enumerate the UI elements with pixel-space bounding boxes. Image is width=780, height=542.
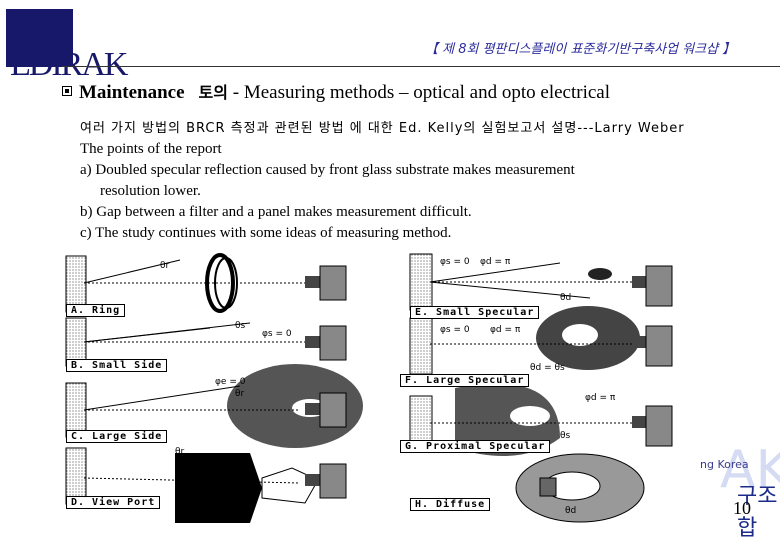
- panel-c: [65, 364, 363, 448]
- workshop-title: 【 제 8회 평판디스플레이 표준화기반구축사업 워크샵 】: [425, 42, 736, 57]
- panel-f: [409, 306, 673, 375]
- symbol-theta-d-e: θd: [560, 293, 571, 303]
- caption-e: E. Small Specular: [410, 306, 540, 319]
- watermark-text: ng Korea: [700, 458, 749, 471]
- watermark-logo: AK: [720, 440, 780, 500]
- heading-korean: 토의: [198, 83, 228, 102]
- logo-text: EDIRAK: [10, 46, 128, 83]
- body-line-1: 여러 가지 방법의 BRCR 측정과 관련된 방법 에 대한 Ed. Kelly…: [80, 121, 685, 136]
- symbol-theta-s-g: θs: [560, 431, 571, 441]
- panel-d: [65, 447, 347, 523]
- caption-b: B. Small Side: [66, 359, 168, 372]
- panel-h: [515, 453, 645, 523]
- symbol-phi-e0-c: φe = 0: [215, 377, 246, 387]
- caption-h: H. Diffuse: [410, 498, 491, 511]
- page-number: 10: [733, 498, 751, 518]
- caption-d: D. View Port: [66, 496, 161, 509]
- symbol-phi-s0-e: φs = 0: [440, 257, 470, 267]
- caption-f: F. Large Specular: [400, 374, 530, 387]
- symbol-phi-d-pi-e: φd = π: [480, 257, 511, 267]
- symbol-phi-s0-f: φs = 0: [440, 325, 470, 335]
- measurement-diagram: θr θs φs = 0 φe = 0 θr θr φs = 0 φd = π …: [65, 253, 673, 523]
- symbol-theta-s-b: θs: [235, 321, 246, 331]
- body-line-5: b) Gap between a filter and a panel make…: [80, 204, 472, 220]
- bullet-icon: [62, 86, 72, 96]
- symbol-phi-d-pi-g: φd = π: [585, 393, 616, 403]
- panel-a: [65, 253, 347, 313]
- header-divider: [62, 66, 780, 67]
- caption-g: G. Proximal Specular: [400, 440, 551, 453]
- symbol-theta-d-eq-f: θd = θs: [530, 363, 565, 373]
- logo-block: [6, 9, 73, 67]
- symbol-theta-r-c: θr: [235, 389, 245, 399]
- heading-bold: Maintenance: [79, 82, 185, 103]
- heading-rest: - Measuring methods – optical and opto e…: [228, 82, 610, 103]
- panel-g: [409, 383, 673, 456]
- symbol-theta-d-h: θd: [565, 506, 576, 516]
- caption-c: C. Large Side: [66, 430, 168, 443]
- symbol-theta-r-d: θr: [175, 447, 185, 457]
- symbol-phi-s0-b: φs = 0: [262, 329, 292, 339]
- slide-body: 여러 가지 방법의 BRCR 측정과 관련된 방법 에 대한 Ed. Kelly…: [80, 118, 770, 244]
- panel-e: [409, 253, 673, 311]
- watermark-korean: 구조합: [737, 484, 778, 541]
- symbol-theta-r-a: θr: [160, 261, 170, 271]
- body-line-2: The points of the report: [80, 141, 222, 157]
- body-line-3: a) Doubled specular reflection caused by…: [80, 162, 575, 178]
- caption-a: A. Ring: [66, 304, 126, 317]
- panel-b: [65, 317, 347, 367]
- body-line-4: resolution lower.: [100, 183, 201, 199]
- slide-heading: Maintenance 토의 - Measuring methods – opti…: [79, 79, 610, 104]
- body-line-6: c) The study continues with some ideas o…: [80, 225, 452, 241]
- symbol-phi-d-pi-f: φd = π: [490, 325, 521, 335]
